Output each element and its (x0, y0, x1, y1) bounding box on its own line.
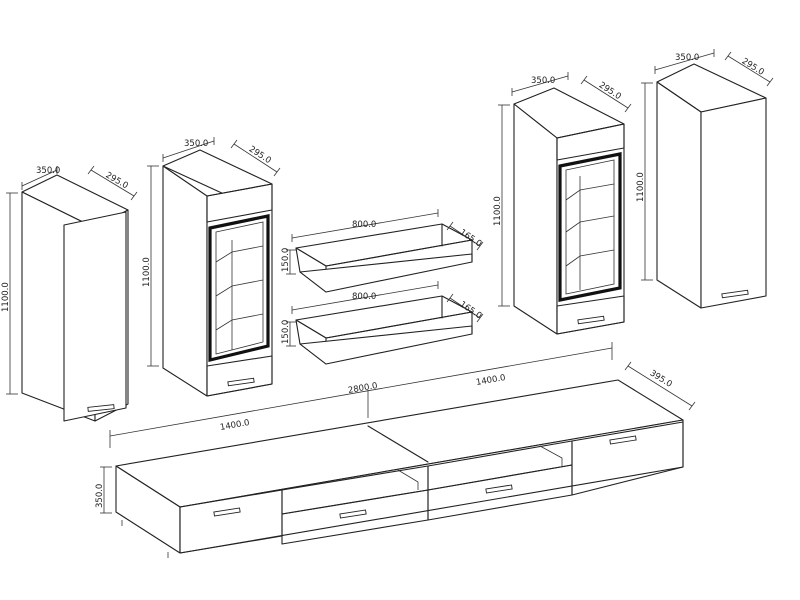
cabinet-4-side (656, 81, 702, 309)
tv-total-width-label: 2800.0 (347, 381, 378, 396)
cabinet-3-handle (577, 315, 605, 325)
cabinet-3-side (513, 103, 558, 335)
cabinet-2-glass-frame (208, 214, 270, 363)
cabinet-4-height-label: 1100.0 (636, 172, 646, 202)
cabinet-2-handle (227, 377, 255, 387)
cabinet-1-height-label: 1100.0 (1, 282, 11, 312)
tv-height-label: 350.0 (95, 484, 105, 508)
tv-right-door (571, 421, 684, 496)
cabinet-3-depth-label: 295.0 (597, 80, 623, 102)
tv-left-half-label: 1400.0 (219, 418, 250, 433)
cabinet-4-width-label: 350.0 (675, 53, 699, 63)
cabinet-1: 350.0 295.0 1100.0 (1, 165, 138, 422)
tv-right-door-handle (609, 435, 637, 445)
cabinet-4-depth-label: 295.0 (740, 56, 766, 77)
cabinet-3-height-label: 1100.0 (493, 196, 503, 226)
tv-lowboard: 2800.0 1400.0 1400.0 395.0 350.0 (95, 342, 696, 558)
shelf-2-height-label: 150.0 (281, 320, 291, 344)
tv-left-door-handle (213, 507, 241, 517)
cabinet-4-front (700, 97, 767, 309)
cabinet-1-width-label: 350.0 (36, 166, 60, 176)
shelf-1-width-label: 800.0 (352, 220, 376, 230)
tv-right-drawer-handle (485, 484, 513, 494)
cabinet-2: 350.0 295.0 1100.0 (142, 137, 281, 397)
cabinet-3-drawer (556, 295, 625, 335)
cabinet-3: 350.0 295.0 1100.0 (493, 72, 632, 335)
cabinet-2-drawer (206, 355, 273, 397)
cabinet-3-width-label: 350.0 (531, 76, 555, 86)
cabinet-1-handle (87, 404, 115, 412)
cabinet-4: 350.0 295.0 1100.0 (636, 49, 774, 309)
cabinet-2-height-label: 1100.0 (142, 257, 152, 287)
shelf-1-height-label: 150.0 (281, 248, 291, 272)
cabinet-1-door (63, 211, 127, 422)
cabinet-2-width-label: 350.0 (184, 139, 208, 149)
cabinet-3-glass-frame (558, 152, 622, 302)
cabinet-2-depth-label: 295.0 (247, 144, 273, 166)
cabinet-2-top-panel (206, 183, 273, 223)
cabinet-3-top-panel (556, 123, 625, 161)
shelf-2: 800.0 165.0 150.0 (281, 281, 483, 365)
shelf-2-width-label: 800.0 (352, 292, 376, 302)
cabinet-1-depth-label: 295.0 (104, 170, 130, 191)
cabinet-4-handle (721, 289, 749, 299)
tv-right-half-label: 1400.0 (475, 373, 506, 388)
tv-left-drawer-handle (339, 509, 367, 519)
cabinet-2-side (162, 165, 208, 397)
shelf-1: 800.0 165.0 150.0 (281, 209, 483, 293)
